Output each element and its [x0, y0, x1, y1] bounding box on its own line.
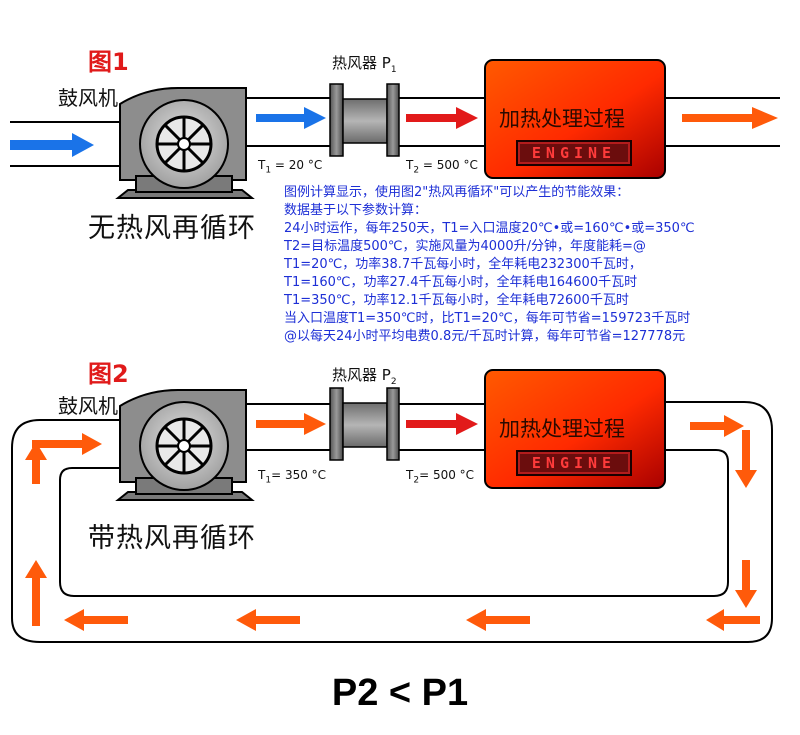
note-line: T1=160℃，功率27.4千瓦每小时，全年耗电164600千瓦时	[284, 275, 638, 290]
note-line: 当入口温度T1=350℃时，比T1=20℃，每年可节省=159723千瓦时	[284, 311, 691, 326]
figure-2	[11, 369, 773, 643]
cold-air-arrow	[256, 107, 326, 129]
duct-segment	[246, 403, 330, 451]
exhaust-air-arrow	[682, 107, 778, 129]
t2-subscript: 2	[413, 475, 420, 486]
blower-fan	[115, 389, 255, 501]
figure-1-title: 图1	[88, 48, 129, 76]
duct-segment	[399, 403, 485, 451]
inlet-air-arrow	[10, 133, 94, 157]
process-label: 加热处理过程	[499, 107, 625, 131]
flow-arrow-left	[706, 609, 760, 631]
t1-value: = 350 °C	[271, 468, 327, 482]
hot-air-arrow	[406, 413, 478, 435]
t1-symbol: T	[258, 158, 266, 172]
process-label: 加热处理过程	[499, 417, 625, 441]
blower-label: 鼓风机	[58, 394, 118, 418]
t1-subscript: 1	[265, 475, 272, 486]
t1-subscript: 1	[265, 165, 272, 176]
t2-label: T2= 500 °C	[406, 468, 474, 485]
inlet-duct	[10, 121, 135, 167]
note-line: 24小时运作，每年250天，T1=入口温度20℃•或=160℃•或=350℃	[284, 221, 695, 236]
flow-arrow-down	[735, 430, 757, 488]
hot-air-arrow	[406, 107, 478, 129]
flow-arrow-left	[236, 609, 300, 631]
t2-subscript: 2	[413, 165, 420, 176]
t2-symbol: T	[406, 468, 414, 482]
flow-arrow-up	[25, 442, 47, 484]
flow-arrow-left	[466, 609, 530, 631]
heater-label-text: 热风器 P	[332, 54, 391, 72]
engine-badge: ENGINE	[516, 140, 632, 166]
t2-value: = 500 °C	[419, 468, 475, 482]
recirculation-arrows	[25, 415, 760, 631]
recirculation-loop	[11, 401, 773, 643]
figure-1	[10, 59, 780, 199]
t1-label: T1 = 20 °C	[258, 158, 322, 175]
heater-unit	[329, 83, 400, 157]
t1-label: T1= 350 °C	[258, 468, 326, 485]
blower-label: 鼓风机	[58, 86, 118, 110]
engine-text: ENGINE	[531, 144, 617, 162]
power-comparison-formula: P2 < P1	[331, 672, 469, 714]
duct-segment	[246, 97, 330, 147]
engine-text: ENGINE	[531, 454, 617, 472]
flow-arrow-up	[25, 560, 47, 626]
t1-value: = 20 °C	[271, 158, 323, 172]
heater-label-sub: 2	[390, 377, 397, 387]
note-line: T2=目标温度500℃，实施风量为4000升/分钟，年度能耗=@	[284, 239, 646, 254]
figure-1-caption: 无热风再循环	[88, 213, 256, 244]
blower-fan	[115, 87, 255, 199]
flow-arrow-right	[690, 415, 744, 437]
heater-unit	[329, 387, 400, 461]
heater-label-text: 热风器 P	[332, 366, 391, 384]
note-line: T1=20℃，功率38.7千瓦每小时，全年耗电232300千瓦时，	[284, 257, 642, 272]
heater-label: 热风器 P1	[332, 52, 397, 75]
exhaust-duct	[665, 97, 780, 147]
t2-symbol: T	[406, 158, 414, 172]
heater-label: 热风器 P2	[332, 364, 397, 387]
t2-label: T2 = 500 °C	[406, 158, 478, 175]
flow-arrow-left	[64, 609, 128, 631]
heater-label-sub: 1	[390, 65, 397, 75]
duct-segment	[399, 97, 485, 147]
engine-badge: ENGINE	[516, 450, 632, 476]
note-line: 图例计算显示，使用图2"热风再循环"可以产生的节能效果：	[284, 185, 630, 200]
note-line: T1=350℃，功率12.1千瓦每小时，全年耗电72600千瓦时	[284, 293, 629, 308]
t1-symbol: T	[258, 468, 266, 482]
figure-2-title: 图2	[88, 360, 129, 388]
note-line: 数据基于以下参数计算：	[284, 203, 428, 218]
warm-air-arrow	[256, 413, 326, 435]
t2-value: = 500 °C	[419, 158, 478, 172]
note-line: @以每天24小时平均电费0.8元/千瓦时计算，每年可节省=127778元	[284, 329, 686, 344]
energy-savings-notes: 图例计算显示，使用图2"热风再循环"可以产生的节能效果： 数据基于以下参数计算：…	[284, 184, 794, 346]
flow-arrow-down	[735, 560, 757, 608]
flow-arrow-right	[32, 433, 102, 455]
figure-2-caption: 带热风再循环	[88, 523, 256, 554]
